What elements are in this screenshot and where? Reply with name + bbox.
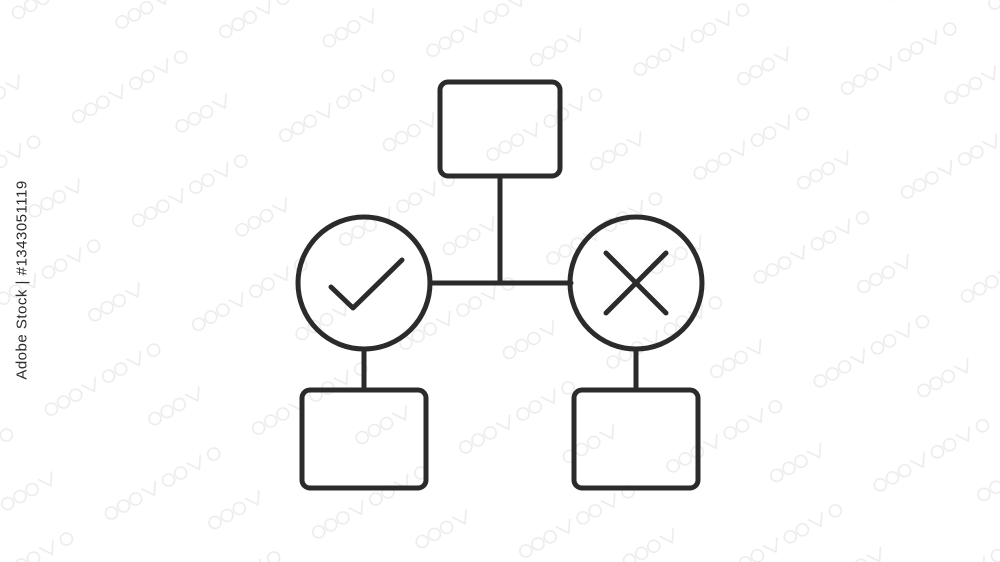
reject-node-circle (567, 214, 705, 352)
approve-node-circle (295, 214, 433, 352)
approve-child-box (299, 387, 429, 491)
check-icon (328, 257, 405, 311)
reject-child-box (571, 387, 701, 491)
stock-id-label: Adobe Stock | #1343051119 (13, 180, 31, 380)
x-icon (603, 250, 669, 316)
root-node-box (437, 79, 563, 179)
